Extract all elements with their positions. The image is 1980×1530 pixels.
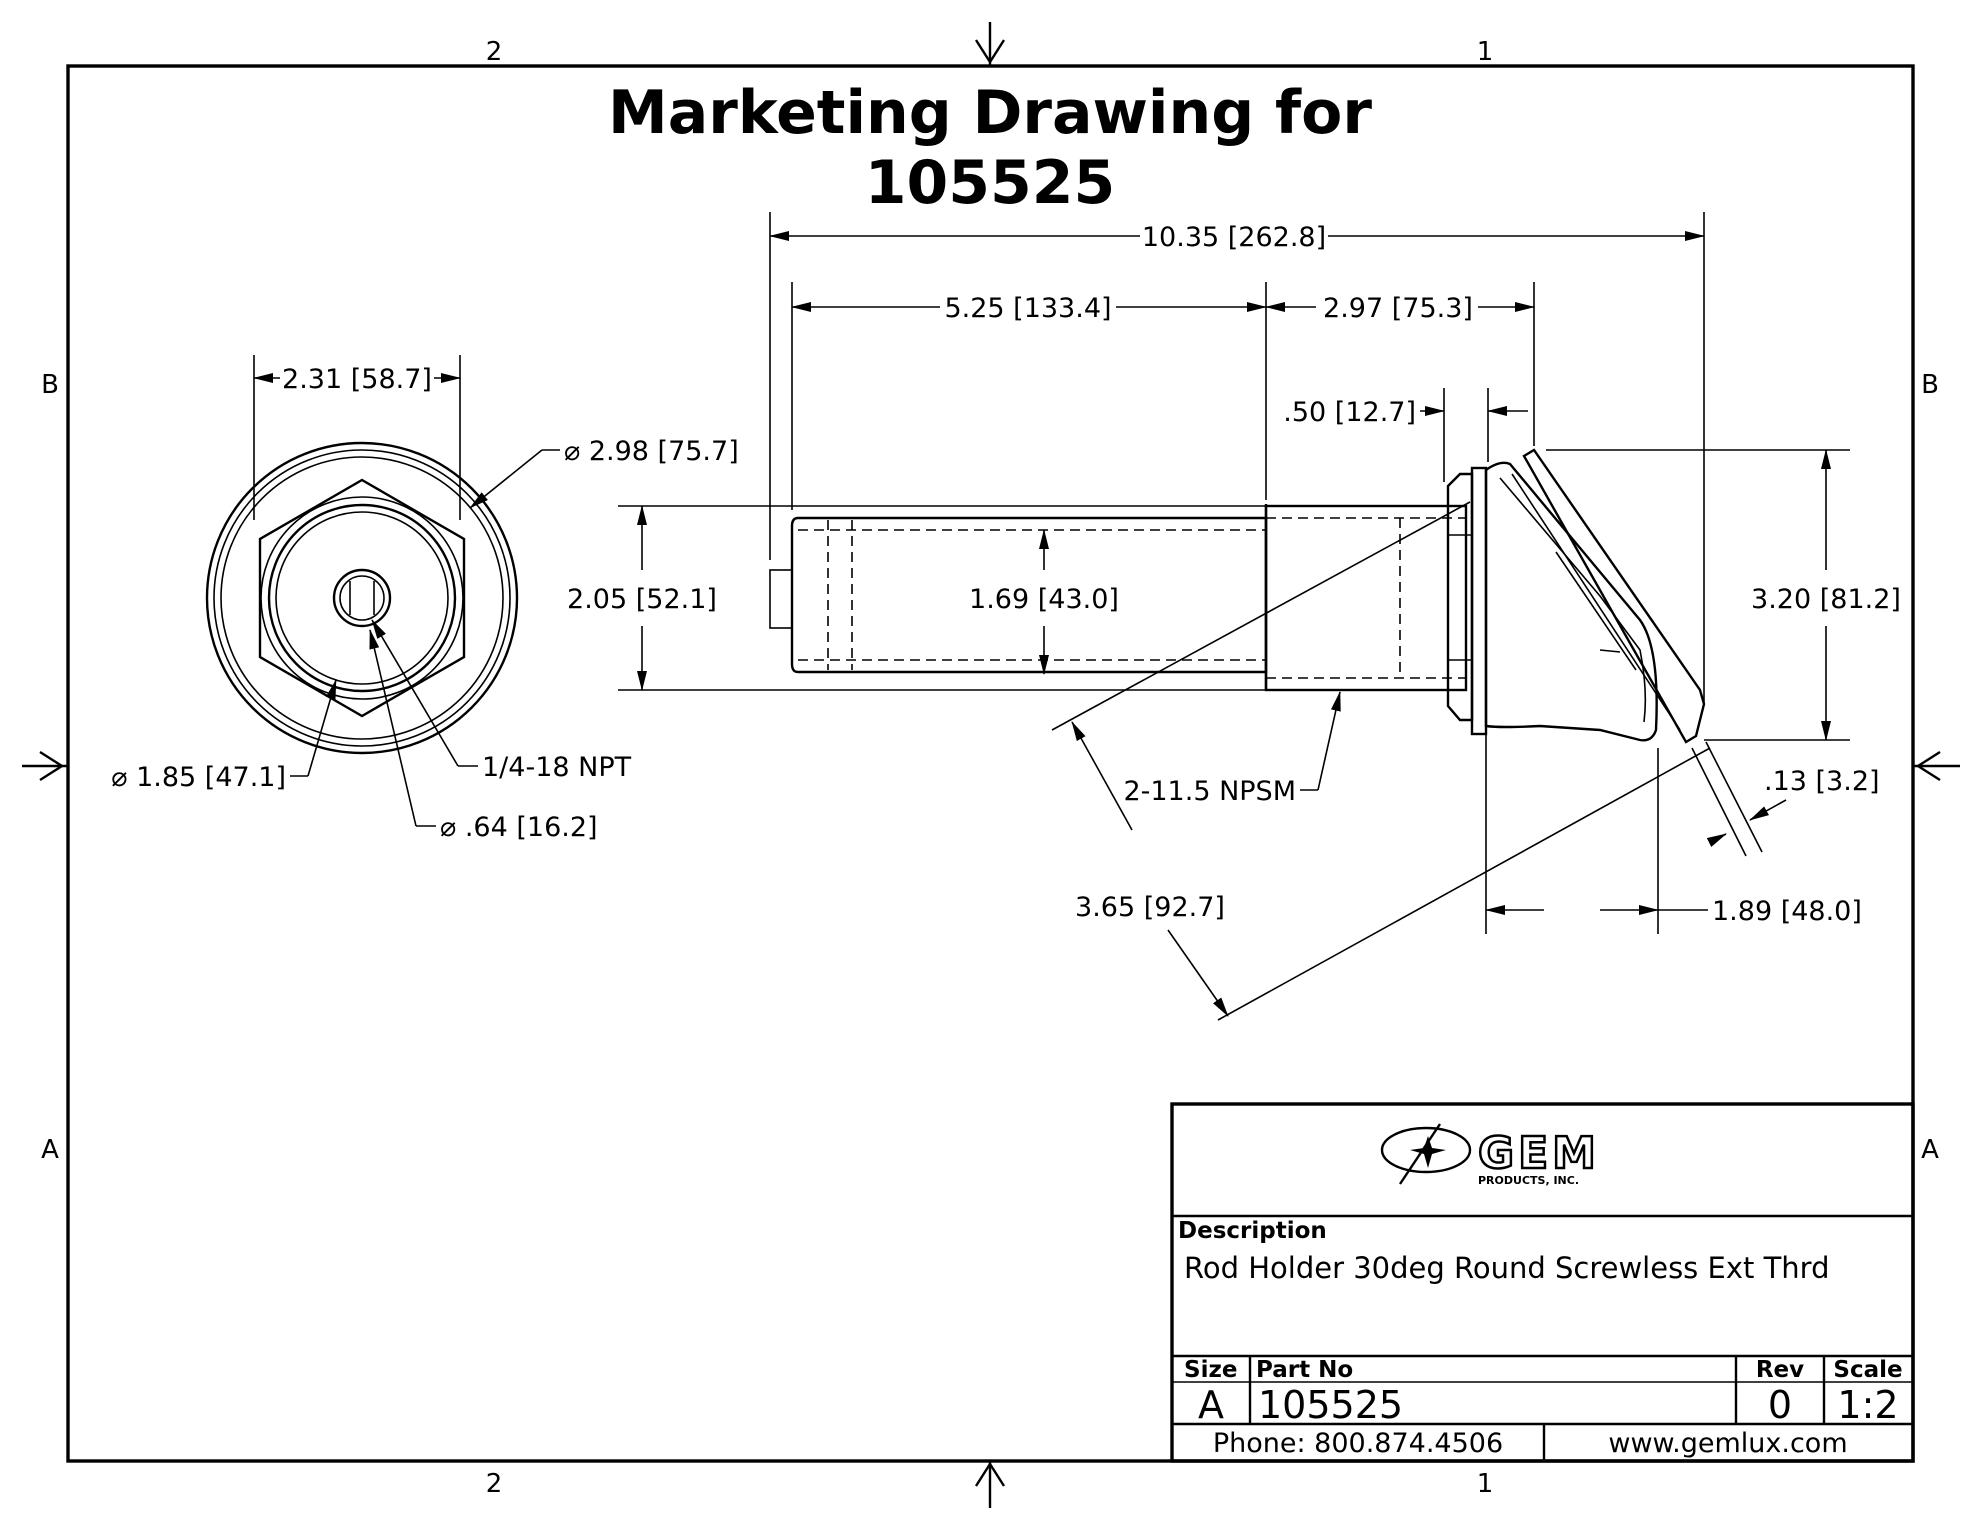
description-label: Description bbox=[1178, 1218, 1327, 1244]
zone-label-bottom-2: 2 bbox=[486, 1469, 503, 1499]
dim-mount-thread-leader bbox=[1300, 691, 1341, 791]
dim-flange-thickness bbox=[1691, 741, 1787, 857]
revision-label: Rev bbox=[1756, 1357, 1804, 1383]
dim-nut-thickness-label: .50 [12.7] bbox=[1283, 397, 1416, 428]
zone-label-left-a: A bbox=[41, 1135, 59, 1165]
centering-mark-left bbox=[22, 750, 68, 782]
gem-logo-subtext: PRODUCTS, INC. bbox=[1478, 1174, 1579, 1187]
scale-value: 1:2 bbox=[1837, 1383, 1898, 1427]
zone-label-right-b: B bbox=[1921, 370, 1939, 400]
dim-flange-thickness-label: .13 [3.2] bbox=[1764, 766, 1880, 797]
drawing-title-line2: 105525 bbox=[865, 148, 1116, 218]
zone-label-top-1: 1 bbox=[1477, 37, 1494, 67]
dim-angled-length bbox=[1051, 501, 1711, 1021]
description-value: Rod Holder 30deg Round Screwless Ext Thr… bbox=[1184, 1251, 1830, 1285]
zone-label-right-a: A bbox=[1921, 1135, 1939, 1165]
dim-front-width bbox=[253, 355, 461, 520]
dim-pipe-thread-leader bbox=[371, 619, 478, 767]
dim-front-width-label: 2.31 [58.7] bbox=[282, 364, 432, 395]
dim-small-diameter-leader bbox=[369, 629, 436, 827]
dim-overall-length-label: 10.35 [262.8] bbox=[1142, 222, 1326, 253]
scale-label: Scale bbox=[1833, 1357, 1902, 1383]
dim-pipe-thread-label: 1/4-18 NPT bbox=[482, 752, 632, 783]
centering-mark-top bbox=[974, 22, 1006, 66]
website-url: www.gemlux.com bbox=[1608, 1428, 1847, 1459]
dim-thread-length-label: 2.97 [75.3] bbox=[1323, 293, 1473, 324]
centering-mark-bottom bbox=[974, 1461, 1006, 1508]
zone-label-bottom-1: 1 bbox=[1477, 1469, 1494, 1499]
dim-inner-diameter-label: ⌀ 1.85 [47.1] bbox=[111, 762, 286, 793]
dim-mount-thread-label: 2-11.5 NPSM bbox=[1123, 776, 1296, 807]
drawing-title-line1: Marketing Drawing for bbox=[608, 78, 1372, 148]
gem-logo bbox=[1380, 1123, 1472, 1185]
dim-thread-length bbox=[1265, 282, 1535, 446]
dim-outer-diameter-leader bbox=[469, 449, 560, 509]
dim-tube-diameter bbox=[618, 505, 1266, 691]
dim-inner-diameter-leader bbox=[290, 679, 337, 777]
dim-head-height-label: 3.20 [81.2] bbox=[1751, 584, 1901, 615]
part-number-value: 105525 bbox=[1258, 1383, 1403, 1427]
phone-number: Phone: 800.874.4506 bbox=[1213, 1428, 1503, 1459]
centering-mark-right bbox=[1913, 750, 1960, 782]
dim-overall-length bbox=[769, 212, 1705, 704]
revision-value: 0 bbox=[1768, 1383, 1792, 1427]
zone-label-left-b: B bbox=[41, 370, 59, 400]
dim-head-depth bbox=[1485, 730, 1708, 934]
front-view bbox=[205, 441, 519, 755]
dim-outer-diameter-label: ⌀ 2.98 [75.7] bbox=[564, 436, 739, 467]
dim-angled-length-label: 3.65 [92.7] bbox=[1075, 892, 1225, 923]
size-value: A bbox=[1198, 1383, 1224, 1427]
part-number-label: Part No bbox=[1256, 1357, 1353, 1383]
dim-small-diameter-label: ⌀ .64 [16.2] bbox=[440, 812, 598, 843]
dim-head-height bbox=[1546, 449, 1850, 741]
gem-logo-wordmark: GEM bbox=[1478, 1128, 1600, 1179]
dim-nut-thickness bbox=[1420, 388, 1528, 482]
title-block bbox=[1170, 1102, 1915, 1463]
dim-tube-length bbox=[791, 282, 1267, 510]
dim-head-depth-label: 1.89 [48.0] bbox=[1712, 896, 1862, 927]
dim-inner-bore-label: 1.69 [43.0] bbox=[969, 584, 1119, 615]
side-view bbox=[769, 448, 1706, 744]
dim-tube-diameter-label: 2.05 [52.1] bbox=[567, 584, 717, 615]
dim-tube-length-label: 5.25 [133.4] bbox=[944, 293, 1111, 324]
size-label: Size bbox=[1184, 1357, 1237, 1383]
zone-label-top-2: 2 bbox=[486, 37, 503, 67]
